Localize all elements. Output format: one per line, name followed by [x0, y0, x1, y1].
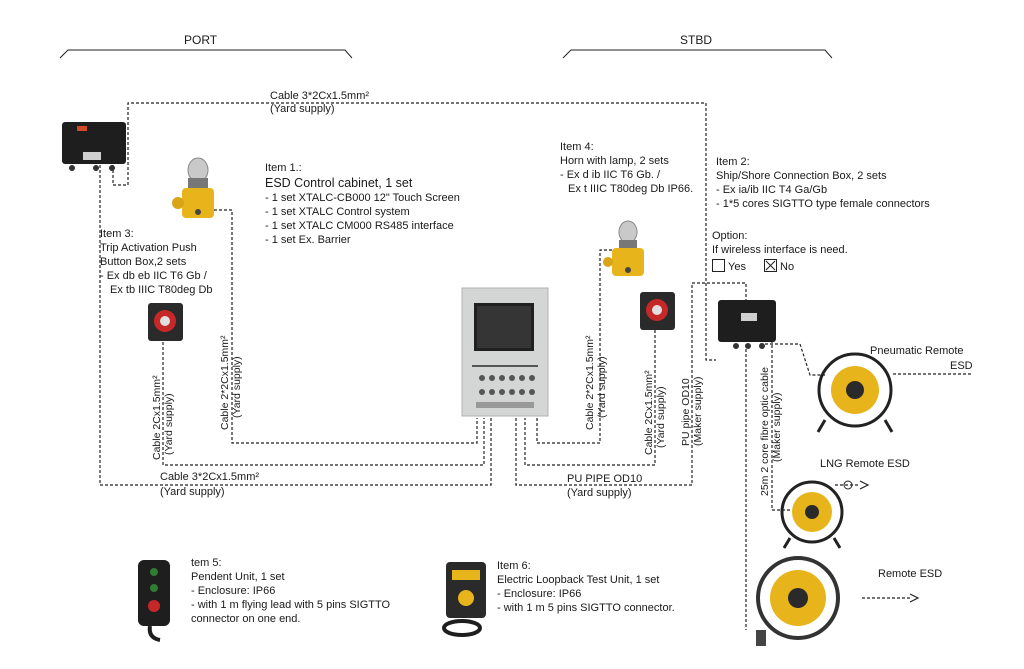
item2-spec: - Ex ia/ib IIC T4 Ga/Gb	[716, 184, 828, 196]
item1-spec: - 1 set XTALC Control system	[265, 206, 410, 218]
item6-line: - Enclosure: IP66	[497, 588, 582, 600]
v-stbd-2c-label: Cable 2Cx1.5mm²	[643, 370, 655, 455]
item1-spec: - 1 set Ex. Barrier	[265, 234, 351, 246]
v-pu-label: PU pipe OD10	[680, 378, 692, 446]
cable-stbd-2c	[524, 330, 656, 466]
lng-remote-label: LNG Remote ESD	[820, 458, 910, 470]
item3-line: Trip Activation Push	[100, 242, 197, 254]
pneumatic-remote-label-2: ESD	[950, 360, 973, 372]
item6-line: - with 1 m 5 pins SIGTTO connector.	[497, 602, 675, 614]
option-yes[interactable]: Yes	[712, 259, 746, 274]
cable-port-2c	[162, 342, 485, 466]
v-fibre-label: 25m 2 core fibre optic cable	[759, 367, 771, 496]
pu-bottom-label: PU PIPE OD10	[567, 473, 643, 485]
item4-title: Item 4:	[560, 141, 594, 153]
item3-line: Button Box,2 sets	[100, 256, 187, 268]
item6-line: Electric Loopback Test Unit, 1 set	[497, 574, 660, 586]
cable-bottom-label: Cable 3*2Cx1.5mm²	[160, 471, 260, 483]
item2-name: Ship/Shore Connection Box, 2 sets	[716, 170, 887, 182]
item1-title: Item 1.:	[265, 162, 302, 174]
pneumatic-remote-label: Pneumatic Remote	[870, 345, 964, 357]
item5-line: Pendent Unit, 1 set	[191, 571, 285, 583]
pneumatic-line	[760, 343, 825, 376]
yes-label: Yes	[728, 261, 746, 273]
cable-stbd-2x2c	[536, 249, 612, 444]
item5-title: tem 5:	[191, 557, 222, 569]
arrow-lng	[859, 480, 870, 490]
option-no[interactable]: No	[764, 259, 794, 274]
cable-top-supply: (Yard supply)	[270, 103, 335, 115]
v-fibre-supply: (Maker supply)	[771, 392, 783, 462]
cable-bottom-supply: (Yard supply)	[160, 486, 225, 498]
cable-bottom	[99, 165, 492, 486]
option-question: If wireless interface is need.	[712, 244, 848, 256]
lng-line	[771, 340, 790, 511]
pendent-unit	[138, 560, 170, 642]
item4-line: Horn with lamp, 2 sets	[560, 155, 669, 167]
cable-top	[112, 102, 716, 361]
stbd-bracket	[562, 49, 833, 59]
loopback-test-unit	[442, 562, 486, 637]
item1-spec: - 1 set XTALC-CB000 12" Touch Screen	[265, 192, 460, 204]
v-stbd-2x2c-label: Cable 2*2Cx1.5mm²	[584, 335, 596, 430]
cable-top-label: Cable 3*2Cx1.5mm²	[270, 90, 370, 102]
v-port-2c-label: Cable 2Cx1.5mm²	[151, 375, 163, 460]
item6-title: Item 6:	[497, 560, 531, 572]
item1-name: ESD Control cabinet, 1 set	[265, 176, 413, 190]
item3-line: - Ex db eb IIC T6 Gb /	[100, 270, 207, 282]
item5-line: connector on one end.	[191, 613, 301, 625]
horn-lamp-stbd	[603, 220, 644, 276]
item2-title: Item 2:	[716, 156, 750, 168]
v-port-2c-supply: (Yard supply)	[163, 393, 175, 455]
v-pu-supply: (Maker supply)	[692, 376, 704, 446]
v-port-2x2c-label: Cable 2*2Cx1.5mm²	[219, 335, 231, 430]
item3-title: Item 3:	[100, 228, 134, 240]
item1-spec: - 1 set XTALC CM000 RS485 interface	[265, 220, 454, 232]
arrow-remote-esd	[909, 593, 920, 603]
lng-remote-reel	[780, 480, 853, 549]
pu-bottom-supply: (Yard supply)	[567, 487, 632, 499]
pu-pipe	[515, 282, 747, 486]
v-stbd-2x2c-supply: (Yard supply)	[596, 356, 608, 418]
push-button-box-stbd	[640, 292, 675, 330]
cable-port-2x2c	[214, 209, 478, 444]
item5-line: - with 1 m flying lead with 5 pins SIGTT…	[191, 599, 391, 611]
port-header: PORT	[184, 33, 218, 47]
item4-line: Ex t IIIC T80deg Db IP66.	[568, 183, 694, 195]
remote-esd-reel	[756, 556, 840, 646]
no-label: No	[780, 261, 795, 273]
pneumatic-remote-reel	[816, 352, 894, 433]
port-bracket	[59, 49, 353, 59]
esd-control-cabinet	[461, 287, 549, 417]
item3-line: Ex tb IIIC T80deg Db	[110, 284, 213, 296]
stbd-header: STBD	[680, 33, 713, 47]
v-port-2x2c-supply: (Yard supply)	[231, 356, 243, 418]
ship-shore-connection-box	[718, 300, 776, 349]
v-stbd-2c-supply: (Yard supply)	[655, 386, 667, 448]
item4-line: - Ex d ib IIC T6 Gb. /	[560, 169, 661, 181]
esd-junction-box	[62, 122, 126, 171]
push-button-box-port	[148, 303, 183, 341]
option-title: Option:	[712, 230, 748, 242]
item5-line: - Enclosure: IP66	[191, 585, 276, 597]
item2-spec: - 1*5 cores SIGTTO type female connector…	[716, 198, 930, 210]
no-checkbox[interactable]	[764, 259, 777, 272]
yes-checkbox[interactable]	[712, 259, 725, 272]
remote-esd-label: Remote ESD	[878, 568, 943, 580]
horn-lamp-port	[172, 157, 214, 218]
